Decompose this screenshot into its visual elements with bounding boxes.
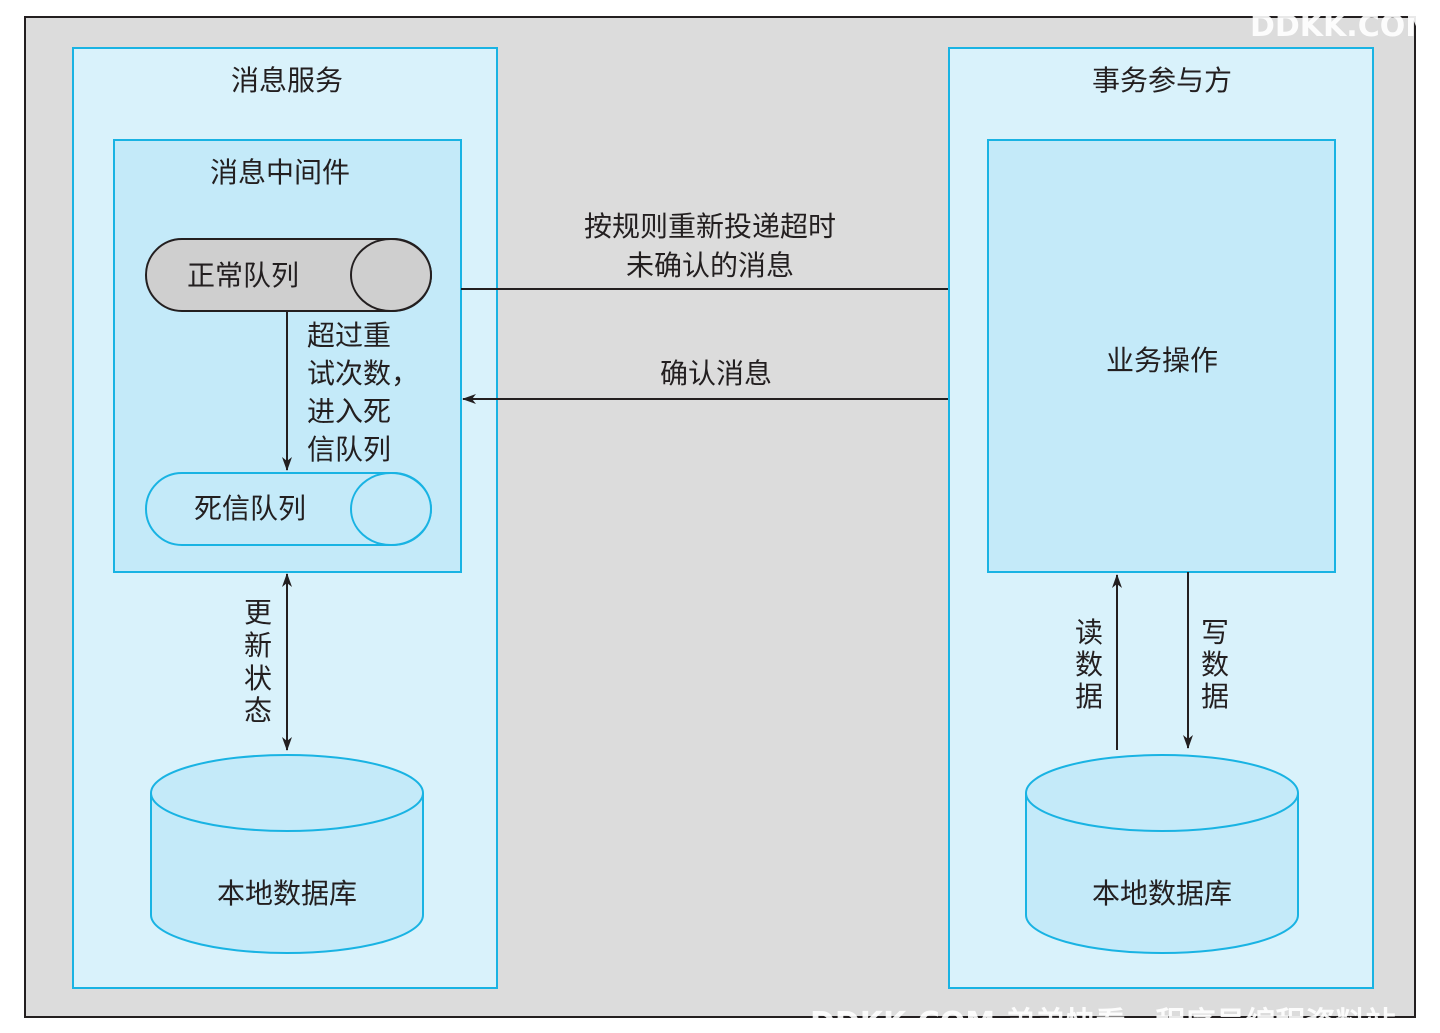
svg-text:信队列: 信队列 bbox=[307, 433, 391, 466]
message-service-title: 消息服务 bbox=[231, 64, 343, 97]
ack-label: 确认消息 bbox=[660, 357, 772, 390]
overflow-note: 超过重 试次数， 进入死 信队列 bbox=[307, 319, 419, 466]
watermark-top: DDKK.COM bbox=[1250, 9, 1435, 44]
left-local-database: 本地数据库 bbox=[150, 754, 424, 954]
dead-letter-queue-label: 死信队列 bbox=[194, 492, 306, 525]
redeliver-label-line1: 按规则重新投递超时 bbox=[584, 210, 836, 243]
business-operation-label: 业务操作 bbox=[1106, 344, 1218, 377]
update-status-label: 更 新 状 态 bbox=[244, 596, 272, 727]
svg-text:态: 态 bbox=[244, 694, 272, 727]
svg-text:状: 状 bbox=[244, 662, 272, 695]
svg-text:写: 写 bbox=[1201, 616, 1229, 649]
svg-text:试次数，: 试次数， bbox=[307, 357, 419, 390]
svg-text:超过重: 超过重 bbox=[307, 319, 391, 352]
svg-text:进入死: 进入死 bbox=[307, 395, 391, 428]
svg-text:读: 读 bbox=[1075, 616, 1103, 649]
svg-text:更: 更 bbox=[244, 596, 272, 629]
normal-queue-label: 正常队列 bbox=[187, 259, 299, 292]
svg-text:数: 数 bbox=[1075, 648, 1103, 681]
transaction-participant-title: 事务参与方 bbox=[1092, 64, 1232, 97]
svg-text:数: 数 bbox=[1201, 648, 1229, 681]
svg-text:据: 据 bbox=[1075, 680, 1103, 713]
normal-queue: 正常队列 bbox=[145, 238, 432, 312]
message-middleware-title: 消息中间件 bbox=[210, 156, 350, 189]
left-database-label: 本地数据库 bbox=[217, 877, 357, 910]
svg-text:新: 新 bbox=[244, 629, 272, 662]
dead-letter-queue: 死信队列 bbox=[145, 472, 432, 546]
right-local-database: 本地数据库 bbox=[1025, 754, 1299, 954]
read-data-label: 读 数 据 bbox=[1075, 616, 1103, 713]
right-database-label: 本地数据库 bbox=[1092, 877, 1232, 910]
watermark-bottom: DDKK.COM 弟弟快看，程序员编程资料站 bbox=[810, 1006, 1396, 1033]
business-operation-box bbox=[987, 139, 1336, 573]
redeliver-label-line2: 未确认的消息 bbox=[626, 249, 794, 282]
svg-text:据: 据 bbox=[1201, 680, 1229, 713]
write-data-label: 写 数 据 bbox=[1201, 616, 1229, 713]
